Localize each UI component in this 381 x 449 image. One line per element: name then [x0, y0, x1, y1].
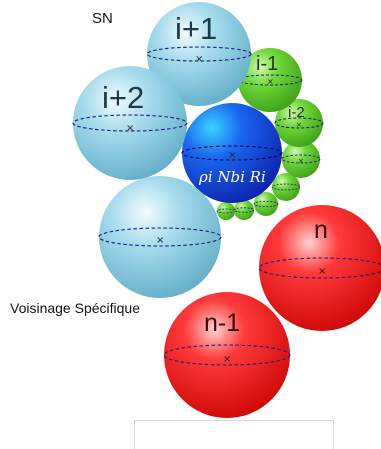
center-marker-i-plus-2: ×: [126, 123, 134, 134]
sphere-n: [258, 205, 381, 331]
svg-text:×: ×: [298, 157, 304, 165]
center-marker-i-minus-2: ×: [296, 121, 302, 129]
label-i-minus-2: i-2: [288, 104, 305, 121]
label-center-rho-nb-r: ρi Nbi Ri: [198, 168, 266, 186]
sphere-i-plus-2: [72, 66, 188, 180]
center-marker-center: ×: [228, 150, 236, 161]
label-i-plus-1: i+1: [175, 11, 217, 46]
sphere-green-small-2: ×: [281, 140, 321, 178]
center-marker-i-plus-1: ×: [195, 54, 203, 65]
sphere-green-small-5: [233, 200, 255, 220]
sphere-i-plus-1: [146, 2, 252, 106]
center-marker-light-blue-lower: ×: [156, 235, 164, 246]
sphere-center: [181, 103, 283, 203]
center-marker-n: ×: [318, 266, 326, 277]
sphere-green-small-6: [216, 202, 236, 220]
sphere-green-small-4: [253, 192, 279, 216]
sphere-i-minus-2: [274, 99, 324, 147]
label-i-minus-1: i-1: [256, 53, 278, 75]
label-sn: SN: [92, 10, 113, 27]
center-marker-n-minus-1: ×: [223, 354, 231, 365]
center-marker-i-minus-1: ×: [267, 77, 274, 86]
label-n-minus-1: n-1: [204, 309, 240, 337]
sphere-light-blue-lower: [98, 176, 222, 298]
label-voisinage-specifique: Voisinage Spécifique: [10, 300, 140, 316]
sphere-green-small-3: [271, 173, 301, 201]
caption-box: [134, 420, 334, 449]
sphere-n-minus-1: [163, 292, 291, 418]
label-n: n: [314, 216, 328, 244]
label-i-plus-2: i+2: [102, 80, 144, 115]
